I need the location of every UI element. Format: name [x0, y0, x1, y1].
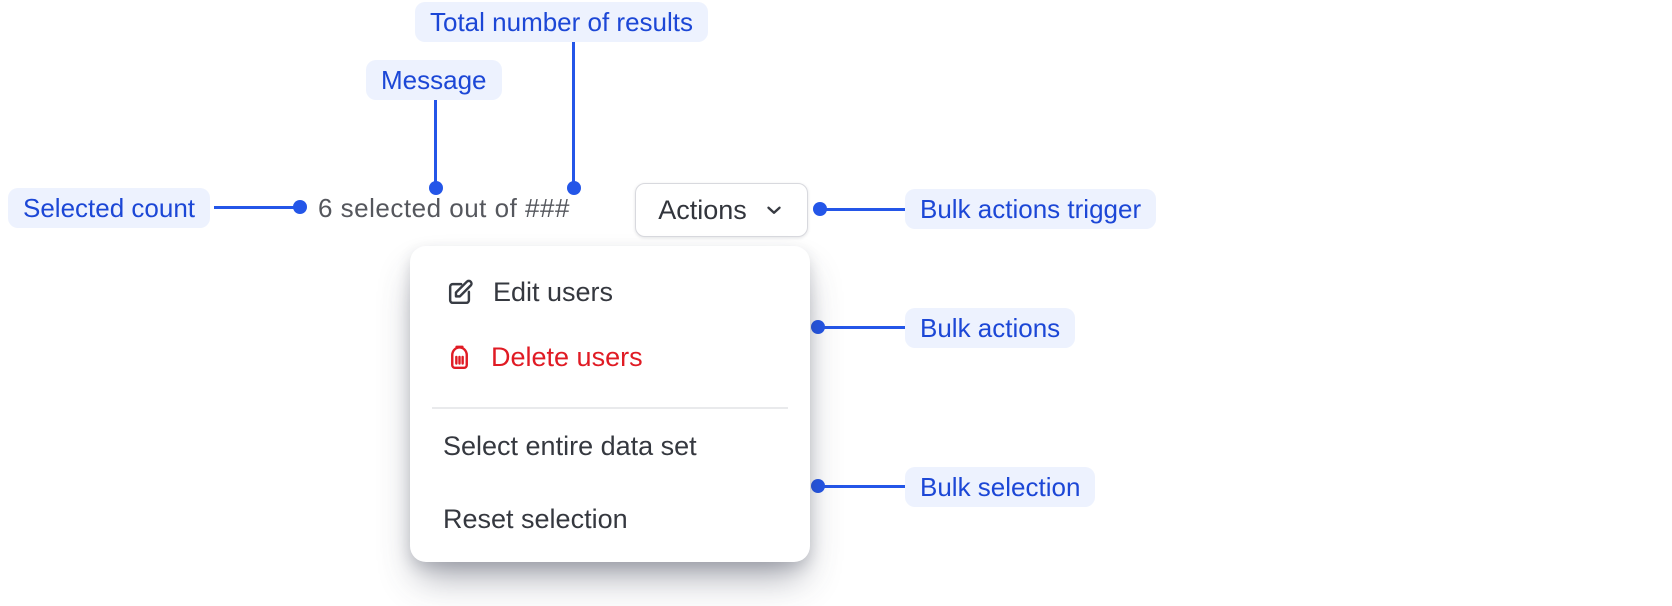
connector-line-message — [434, 99, 437, 190]
connector-dot-bulk-actions-trigger — [813, 202, 827, 216]
connector-dot-selected-count — [293, 200, 307, 214]
connector-line-bulk-actions-trigger — [818, 208, 906, 211]
connector-line-bulk-selection — [816, 485, 906, 488]
connector-dot-bulk-selection — [811, 479, 825, 493]
actions-button-label: Actions — [658, 194, 747, 225]
pencil-edit-icon — [445, 277, 476, 308]
menu-item-label: Select entire data set — [443, 430, 697, 461]
annotation-selected-count: Selected count — [8, 188, 211, 228]
annotation-bulk-selection: Bulk selection — [905, 467, 1096, 507]
bulk-actions-trigger-button[interactable]: Actions — [635, 183, 808, 237]
menu-item-select-entire-data-set[interactable]: Select entire data set — [410, 419, 810, 473]
connector-line-bulk-actions — [816, 326, 906, 329]
connector-dot-message — [429, 181, 443, 195]
connector-dot-bulk-actions — [811, 320, 825, 334]
trash-icon — [445, 343, 474, 372]
connector-dot-total-results — [567, 181, 581, 195]
menu-item-label: Reset selection — [443, 503, 628, 534]
menu-item-label: Delete users — [491, 341, 643, 372]
annotation-bulk-actions-trigger: Bulk actions trigger — [905, 189, 1157, 229]
menu-item-label: Edit users — [493, 276, 614, 307]
annotation-message: Message — [366, 60, 502, 100]
annotation-bulk-actions: Bulk actions — [905, 308, 1076, 348]
connector-line-selected-count — [214, 206, 302, 209]
menu-divider — [432, 407, 788, 409]
chevron-down-icon — [763, 199, 785, 221]
connector-line-total-results — [572, 42, 575, 190]
menu-item-reset-selection[interactable]: Reset selection — [410, 492, 810, 546]
menu-item-edit-users[interactable]: Edit users — [410, 265, 810, 319]
annotation-total-results: Total number of results — [415, 2, 709, 42]
menu-item-delete-users[interactable]: Delete users — [410, 330, 810, 384]
selected-count-message: 6 selected out of ### — [318, 193, 570, 223]
bulk-actions-menu: Edit users Delete users Select entire da… — [410, 246, 810, 562]
